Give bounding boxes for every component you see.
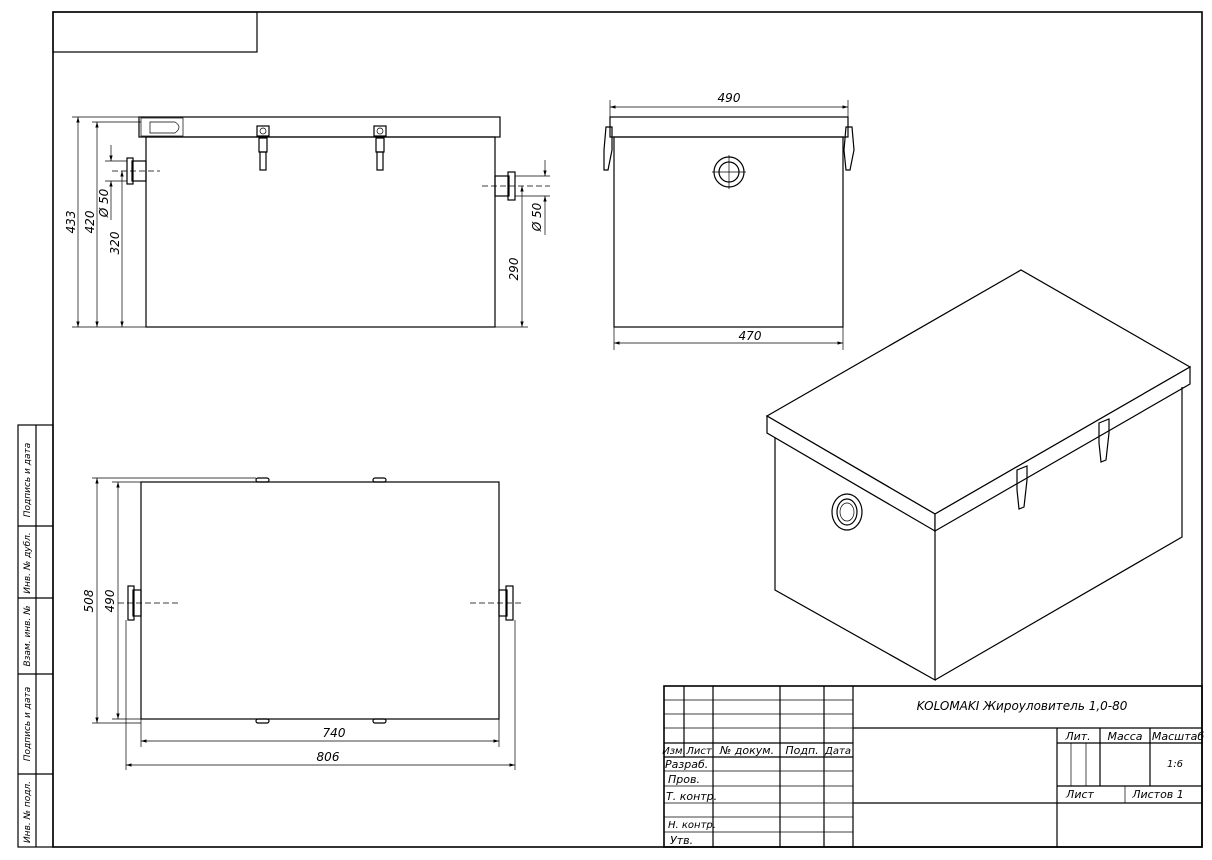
dim-420: 420: [83, 210, 97, 233]
dim-320: 320: [108, 231, 122, 254]
title-block: Изм. Лист № докум. Подп. Дата Разраб. Пр…: [662, 685, 1204, 848]
dim-470-side: 470: [739, 329, 762, 343]
dim-490-top: 490: [103, 589, 117, 612]
dim-508: 508: [82, 589, 96, 612]
top-view: 508 490 740 806: [82, 477, 522, 770]
dim-433: 433: [64, 211, 78, 234]
col-izm: Изм.: [662, 746, 686, 757]
stamp-label-1: Подпись и дата: [23, 443, 33, 518]
mass-label: Масса: [1107, 730, 1142, 743]
latch-icon: [256, 125, 270, 171]
dim-d50-left: Ø 50: [97, 188, 111, 218]
stamp-label-4: Подпись и дата: [23, 687, 33, 762]
drawing-title: KOLOMAKI Жироуловитель 1,0-80: [917, 699, 1128, 713]
sheets-label: Листов 1: [1131, 788, 1184, 801]
side-stamp-column: Подпись и дата Инв. № дубл. Взам. инв. №…: [17, 424, 54, 848]
isometric-view: [765, 269, 1192, 682]
latch-icon: [1098, 418, 1110, 463]
col-data: Дата: [824, 746, 851, 757]
dim-490-side: 490: [718, 91, 741, 105]
col-list: Лист: [685, 746, 713, 757]
sheet-label: Лист: [1065, 788, 1094, 801]
dim-806: 806: [317, 750, 340, 764]
col-doc: № докум.: [719, 744, 774, 757]
scale-label: Масштаб: [1152, 730, 1204, 743]
dim-290: 290: [507, 257, 521, 280]
front-view: 433 420 320 Ø 50 Ø 50 290: [64, 116, 550, 328]
scale-value: 1:6: [1167, 759, 1183, 770]
col-podp: Подп.: [785, 744, 818, 757]
latch-icon: [1016, 465, 1028, 510]
side-view: 490 470: [603, 91, 855, 350]
lit-label: Лит.: [1064, 730, 1090, 743]
dim-740: 740: [323, 726, 346, 740]
row-nkontr: Н. контр.: [668, 820, 716, 831]
row-prov: Пров.: [668, 773, 700, 786]
dim-d50-right: Ø 50: [530, 202, 544, 232]
stamp-label-2: Инв. № дубл.: [23, 532, 33, 594]
row-razrab: Разраб.: [665, 758, 708, 771]
row-utv: Утв.: [670, 834, 693, 847]
row-tkontr: Т. контр.: [666, 790, 717, 803]
latch-icon: [603, 126, 613, 171]
stamp-label-5: Инв. № подл.: [23, 781, 33, 843]
latch-icon: [373, 125, 387, 171]
stamp-label-3: Взам. инв. №: [23, 605, 33, 666]
latch-icon: [843, 126, 855, 171]
